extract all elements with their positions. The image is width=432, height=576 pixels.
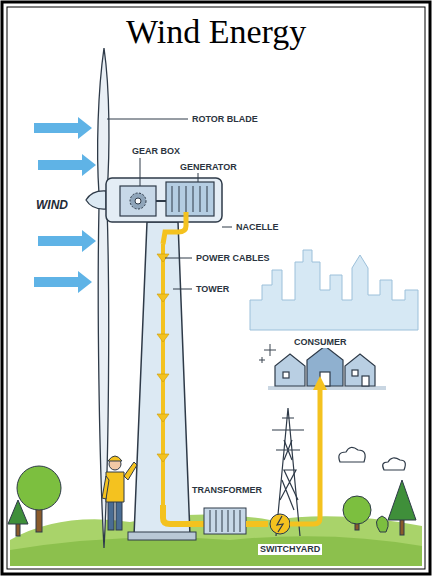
bolt xyxy=(277,516,283,532)
tower xyxy=(134,222,190,536)
trees-right xyxy=(343,480,416,535)
part-label: GENERATOR xyxy=(178,162,239,173)
frame-inner xyxy=(7,7,425,569)
part-label: NACELLE xyxy=(234,222,281,233)
part-label: TRANSFORMER xyxy=(190,485,264,496)
gear-center xyxy=(135,198,141,204)
shaft xyxy=(156,200,166,202)
tower-base xyxy=(128,532,196,540)
title: Wind Energy xyxy=(126,12,306,52)
generator xyxy=(166,182,214,216)
part-label: POWER CABLES xyxy=(194,253,272,264)
power-cable-switchyard xyxy=(246,521,268,527)
consumer-houses xyxy=(275,346,375,386)
transformer xyxy=(204,508,246,534)
grass-dark xyxy=(10,536,422,566)
part-label: TOWER xyxy=(194,284,231,295)
part-label: CONSUMER xyxy=(292,337,349,348)
gear-box xyxy=(120,186,156,216)
trees-left xyxy=(8,466,61,536)
power-flow xyxy=(163,212,186,244)
part-label: GEAR BOX xyxy=(130,146,182,157)
nacelle xyxy=(106,178,222,222)
power-arrow-head xyxy=(313,376,327,390)
wind-arrows xyxy=(34,117,96,293)
part-label: ROTOR BLADE xyxy=(190,114,260,125)
hub xyxy=(86,191,106,209)
power-cable-ground xyxy=(163,505,205,524)
wind-label: WIND xyxy=(36,198,68,212)
clouds xyxy=(339,447,405,470)
power-cables xyxy=(157,244,169,505)
worker xyxy=(102,456,137,530)
city-skyline xyxy=(250,250,418,330)
sparkles xyxy=(259,344,276,363)
power-cable-consumer xyxy=(290,386,320,524)
part-label: SWITCHYARD xyxy=(258,544,322,555)
generator-fins xyxy=(172,186,207,212)
switch-symbol xyxy=(270,514,290,534)
gear xyxy=(130,193,146,209)
